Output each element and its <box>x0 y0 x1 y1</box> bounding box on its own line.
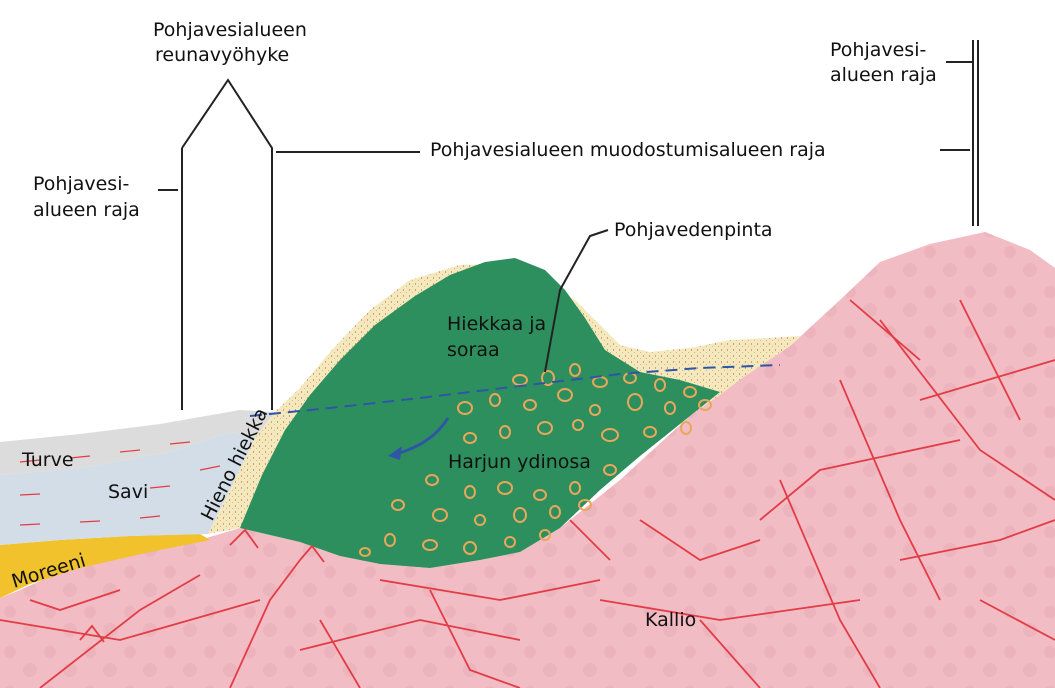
reunavyohyke-marker <box>182 80 272 410</box>
label-raja-left-1: Pohjavesi- <box>33 173 129 195</box>
label-raja-left-2: alueen raja <box>33 199 140 221</box>
label-pohjavedenpinta: Pohjavedenpinta <box>614 219 773 241</box>
label-turve: Turve <box>21 449 74 471</box>
label-muodostumisalue: Pohjavesialueen muodostumisalueen raja <box>430 139 826 161</box>
label-reunavyohyke-2: reunavyöhyke <box>155 44 289 66</box>
label-raja-right-2: alueen raja <box>830 64 937 86</box>
right-boundary-marker <box>940 40 978 226</box>
label-harjun-ydinosa: Harjun ydinosa <box>448 451 591 473</box>
label-savi: Savi <box>108 481 148 503</box>
label-raja-right-1: Pohjavesi- <box>830 39 926 61</box>
label-kallio: Kallio <box>645 609 696 631</box>
label-soraa: soraa <box>447 339 500 361</box>
label-hiekkaa-ja: Hiekkaa ja <box>447 313 546 335</box>
label-reunavyohyke-1: Pohjavesialueen <box>153 19 307 41</box>
